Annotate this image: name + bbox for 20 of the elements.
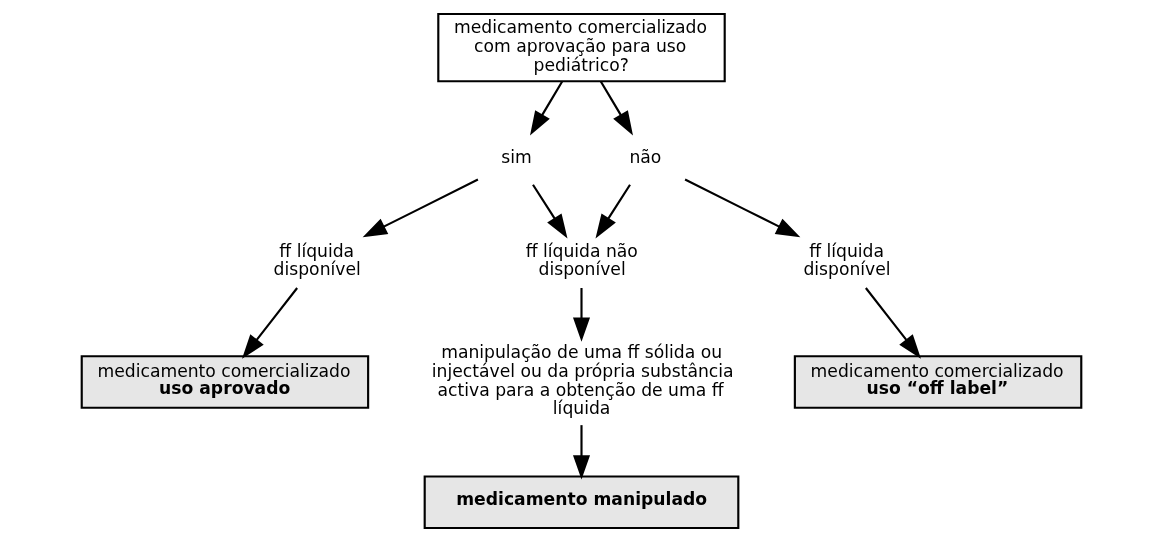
arrow	[242, 287, 298, 359]
node-box: medicamento comercializado uso “off label”	[793, 355, 1083, 409]
node-text: sim	[501, 147, 532, 168]
arrow	[599, 80, 633, 136]
arrow	[684, 178, 801, 238]
node-box: medicamento manipulado	[423, 475, 740, 530]
node-box: medicamento comercializado uso aprovado	[80, 355, 370, 409]
node-text: ff líquida disponível	[803, 240, 891, 280]
arrow	[362, 178, 479, 238]
node-box: medicamento comercializado com aprovação para uso pediátrico?	[437, 12, 726, 83]
arrow	[595, 184, 631, 239]
node-text: ff líquida disponível	[273, 240, 361, 280]
arrow	[532, 184, 568, 239]
arrow	[572, 288, 591, 342]
arrow	[572, 425, 591, 480]
node-text: manipulação de uma ff sólida ou injectável ou da própria substância activa para a obtenção de uma ff líquida	[431, 342, 734, 419]
arrow	[865, 287, 921, 359]
arrow	[530, 80, 564, 136]
node-text: não	[629, 147, 662, 168]
node-text: ff líquida não disponível	[525, 240, 638, 280]
